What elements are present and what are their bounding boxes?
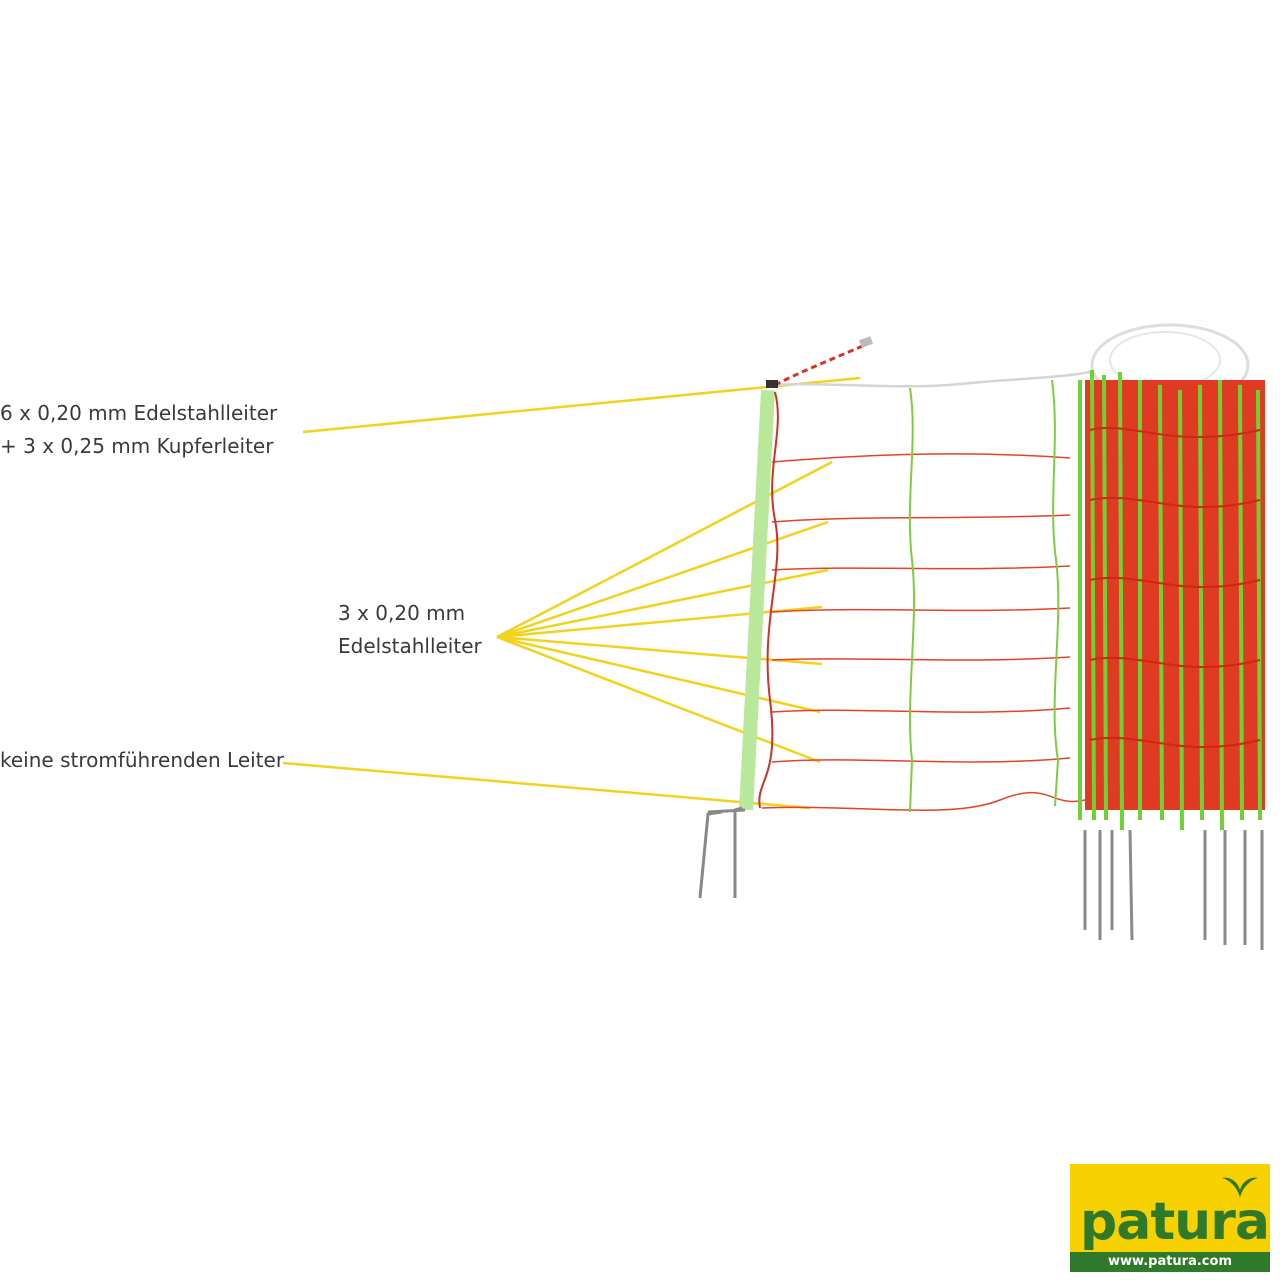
leader-line-mid-6	[496, 635, 821, 714]
vertical-struts	[908, 379, 1060, 813]
annotation-middle-line-1: 3 x 0,20 mm	[338, 601, 466, 625]
top-wire	[771, 370, 1091, 388]
horizontal-wires	[761, 453, 1086, 812]
patura-logo: patura www.patura.com	[1070, 1164, 1270, 1272]
leader-line-mid-1	[496, 460, 833, 639]
cable-clip	[858, 336, 874, 348]
fence-post-icon	[698, 380, 779, 899]
annotation-middle: 3 x 0,20 mm Edelstahlleiter	[338, 597, 482, 663]
annotation-top-line-1: 6 x 0,20 mm Edelstahlleiter	[0, 401, 278, 425]
annotation-top: 6 x 0,20 mm Edelstahlleiter + 3 x 0,25 m…	[0, 397, 277, 463]
leader-line-mid-4	[496, 605, 823, 639]
logo-url: www.patura.com	[1070, 1252, 1270, 1272]
patura-leaf-icon	[1222, 1177, 1258, 1198]
annotation-bottom: keine stromführenden Leiter	[0, 748, 285, 772]
logo-wordmark: patura	[1080, 1192, 1270, 1252]
leader-line-bottom	[282, 761, 811, 810]
annotation-middle-line-2: Edelstahlleiter	[338, 634, 482, 658]
annotation-top-line-2: + 3 x 0,25 mm Kupferleiter	[0, 434, 274, 458]
leader-line-mid-3	[496, 568, 829, 639]
rolled-netting-icon	[1078, 323, 1265, 950]
leader-line-mid-7	[496, 635, 821, 764]
leader-line-mid-2	[496, 520, 829, 639]
connection-cable	[774, 343, 866, 387]
